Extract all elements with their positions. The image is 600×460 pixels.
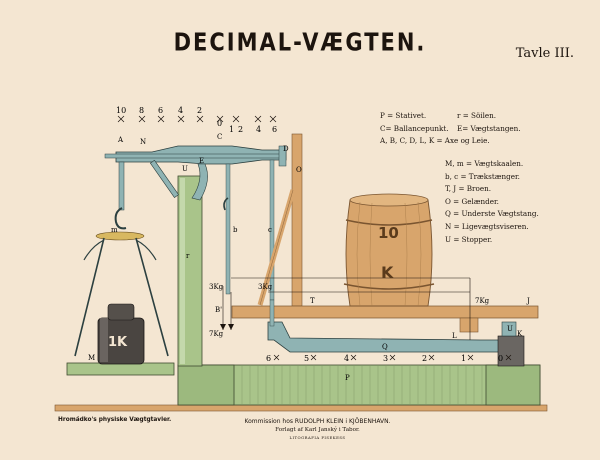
poster-title: DECIMAL-VÆGTEN.: [173, 27, 427, 57]
scale-top-label: 4: [178, 106, 183, 115]
part-label-C: C: [217, 133, 222, 141]
footer-publisher-line: Forlagt af Karl Janský i Tabor.: [275, 427, 360, 433]
legend-parts: M, m = Vægtskaalen. b, c = Trækstænger. …: [445, 158, 539, 246]
legend-row: C= Ballancepunkt. E= Vægtstangen.: [380, 123, 521, 136]
legend-row: A, B, C, D, L, K = Axe og Leie.: [380, 135, 490, 148]
part-label-L: L: [452, 332, 457, 340]
part-label-Q: Q: [382, 343, 388, 351]
rod-down-left: [269, 299, 275, 327]
legend: P = Stativet. r = Söilen. C= Ballancepunk…: [380, 110, 521, 160]
scale-top-label: 0: [217, 119, 222, 128]
legend-text: A, B, C, D, L, K = Axe og Leie.: [380, 136, 490, 146]
scale-top-label: 10: [116, 106, 126, 115]
legend-row: O = Gelænder.: [445, 196, 499, 206]
bridge-TJ: [231, 305, 539, 319]
legend-row: P = Stativet. r = Söilen.: [380, 110, 496, 123]
railing-O: [291, 133, 303, 307]
part-label-M: M: [88, 354, 95, 362]
part-label-E: E: [199, 157, 204, 165]
barrel-label-10: 10: [378, 224, 399, 242]
legend-row: N = Ligevægtsviseren.: [445, 221, 529, 231]
part-label-P: P: [345, 374, 350, 382]
floor-line: [54, 404, 548, 412]
scale-bottom-label: 5: [304, 354, 309, 363]
legend-row: Q = Underste Vægtstang.: [445, 209, 539, 219]
weight-label-7kg: 7Kg: [475, 297, 490, 305]
part-label-U: U: [182, 165, 188, 173]
plate-number: Tavle III.: [515, 46, 574, 61]
part-label-c: c: [268, 226, 272, 234]
scale-top-label: 2: [238, 125, 243, 134]
scale-top-label: 8: [139, 106, 144, 115]
stand-right-foot: [485, 364, 541, 406]
stand-P: [177, 364, 541, 406]
footer-publisher: Kommission hos RUDOLPH KLEIN i KJÖBENHAV…: [230, 418, 405, 442]
part-label-N: N: [140, 138, 146, 146]
weight-label-7kg: 7Kg: [209, 330, 224, 338]
scale-bottom-label: 2: [422, 354, 427, 363]
scale-bottom-label: 4: [344, 354, 349, 363]
scale-bottom-label: 1: [461, 354, 466, 363]
pan-m: [95, 231, 145, 241]
legend-text: E= Vægtstangen.: [457, 123, 521, 133]
part-label-m: m: [111, 226, 118, 234]
legend-text: P = Stativet.: [380, 111, 427, 120]
part-label-D: D: [283, 145, 289, 153]
legend-row: U = Stopper.: [445, 234, 493, 244]
part-label-r: r: [186, 252, 190, 260]
barrel-label-K: K: [381, 263, 394, 282]
legend-row: b, c = Trækstænger.: [445, 171, 520, 181]
barrel: [343, 193, 435, 307]
scale-top-label: 6: [158, 106, 163, 115]
stand-left-foot: [177, 364, 235, 406]
scale-bottom-label: 3: [383, 354, 388, 363]
legend-row: M, m = Vægtskaalen.: [445, 159, 524, 168]
pull-rod-b: [225, 163, 231, 295]
weight-block-label: 1K: [108, 335, 128, 350]
part-label-K: K: [517, 330, 523, 338]
part-label-T: T: [310, 297, 315, 305]
weight-label-3kg: 3Kg: [258, 283, 273, 291]
legend-row: T, J = Broen.: [445, 184, 491, 194]
part-label-b: b: [233, 226, 238, 234]
footer-series-title: Hromádko's physiske Vægtgtavler.: [58, 417, 172, 423]
part-label-A: A: [117, 136, 124, 144]
pointer-N: [149, 159, 179, 198]
part-label-B: B': [215, 306, 222, 314]
footer-printer-line: LITOGRAFIA PISEKESS: [289, 435, 346, 440]
scale-bottom-label: 6: [266, 354, 271, 363]
scale-top-label: 6: [272, 125, 277, 134]
part-label-O: O: [296, 166, 302, 174]
legend-text: r = Söilen.: [457, 111, 497, 120]
footer-publisher-line: Kommission hos RUDOLPH KLEIN i KJÖBENHAV…: [244, 418, 391, 425]
scale-top-label: 4: [256, 125, 261, 134]
part-label-J: J: [526, 297, 530, 305]
scale-top-label: 2: [197, 106, 202, 115]
platform-M: [66, 362, 175, 376]
hanger-rod-left: [118, 161, 125, 211]
weight-label-3kg: 3Kg: [209, 283, 224, 291]
scale-bottom-label: 0: [498, 354, 503, 363]
scale-top-label: 1: [229, 125, 234, 134]
legend-text: C= Ballancepunkt.: [380, 123, 449, 133]
top-rail: [104, 153, 286, 159]
part-label-U2: U: [507, 325, 513, 333]
